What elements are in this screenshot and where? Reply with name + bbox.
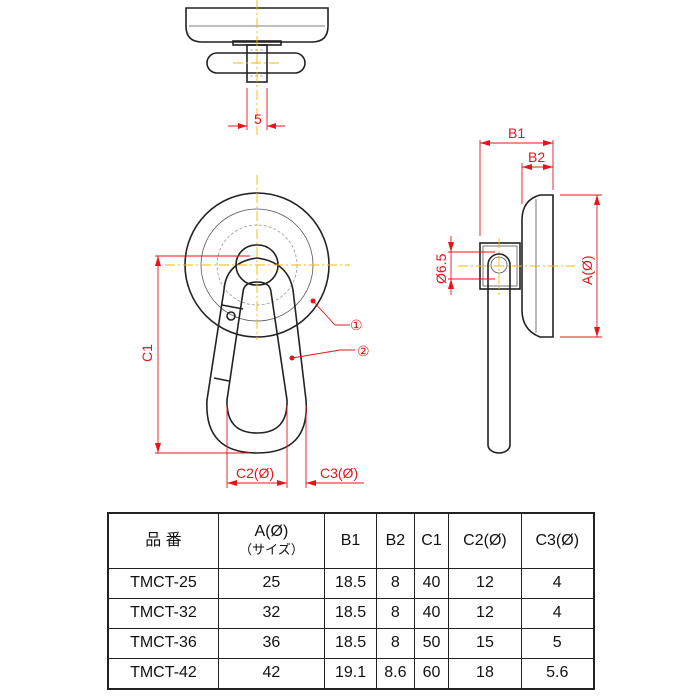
dim-c2-label: C2(Ø) <box>236 465 274 481</box>
cell-c3: 4 <box>520 597 595 629</box>
cell-c1: 40 <box>413 568 450 599</box>
cell-a: 32 <box>217 597 326 629</box>
cell-b2: 8.6 <box>376 657 415 690</box>
dim-c3-label: C3(Ø) <box>320 465 358 481</box>
cell-a: 42 <box>217 657 326 690</box>
dim-c1-label: C1 <box>139 344 155 362</box>
header-a-sub: （サイズ） <box>239 542 304 557</box>
header-a: A(Ø) （サイズ） <box>217 512 326 569</box>
cell-b2: 8 <box>376 597 415 629</box>
cell-part: TMCT-36 <box>107 627 219 659</box>
technical-drawing: 5 C1 C2(Ø) C3(Ø) ① <box>139 0 602 488</box>
spec-table: 品 番 A(Ø) （サイズ） B1 B2 C1 C2(Ø) C3(Ø) TMCT-… <box>107 512 595 690</box>
cell-c1: 50 <box>413 627 450 659</box>
cell-a: 36 <box>217 627 326 659</box>
cell-c2: 18 <box>448 657 522 690</box>
part-2-label: ② <box>357 343 370 359</box>
cell-b2: 8 <box>376 627 415 659</box>
cell-part: TMCT-25 <box>107 568 219 599</box>
cell-c3: 5.6 <box>520 657 595 690</box>
part-1-label: ① <box>350 317 363 333</box>
header-a-label: A(Ø) <box>254 523 289 540</box>
front-view: C1 C2(Ø) C3(Ø) ① ② <box>139 175 370 488</box>
cell-c1: 60 <box>413 657 450 690</box>
header-b2: B2 <box>376 512 415 569</box>
header-c3: C3(Ø) <box>520 512 595 569</box>
cell-c3: 4 <box>520 568 595 599</box>
cell-b2: 8 <box>376 568 415 599</box>
dim-a-label: A(Ø) <box>579 255 595 285</box>
dim-width-label: 5 <box>254 111 262 127</box>
cell-c1: 40 <box>413 597 450 629</box>
cell-part: TMCT-32 <box>107 597 219 629</box>
dim-b1-label: B1 <box>508 125 525 141</box>
cell-c3: 5 <box>520 627 595 659</box>
side-view: B1 B2 A(Ø) Ø6.5 <box>433 125 602 454</box>
dim-hole-label: Ø6.5 <box>433 253 449 284</box>
cell-a: 25 <box>217 568 326 599</box>
cell-b1: 18.5 <box>324 597 378 629</box>
cell-c2: 15 <box>448 627 522 659</box>
header-b1: B1 <box>324 512 378 569</box>
header-c2: C2(Ø) <box>448 512 522 569</box>
header-c1: C1 <box>413 512 450 569</box>
table-header-row: 品 番 A(Ø) （サイズ） B1 B2 C1 C2(Ø) C3(Ø) <box>107 512 595 569</box>
cell-c2: 12 <box>448 597 522 629</box>
cell-b1: 18.5 <box>324 627 378 659</box>
cell-b1: 19.1 <box>324 657 378 690</box>
cell-b1: 18.5 <box>324 568 378 599</box>
cell-part: TMCT-42 <box>107 657 219 690</box>
cell-c2: 12 <box>448 568 522 599</box>
top-view: 5 <box>185 0 329 135</box>
header-part-number: 品 番 <box>107 512 219 569</box>
dim-b2-label: B2 <box>528 149 545 165</box>
